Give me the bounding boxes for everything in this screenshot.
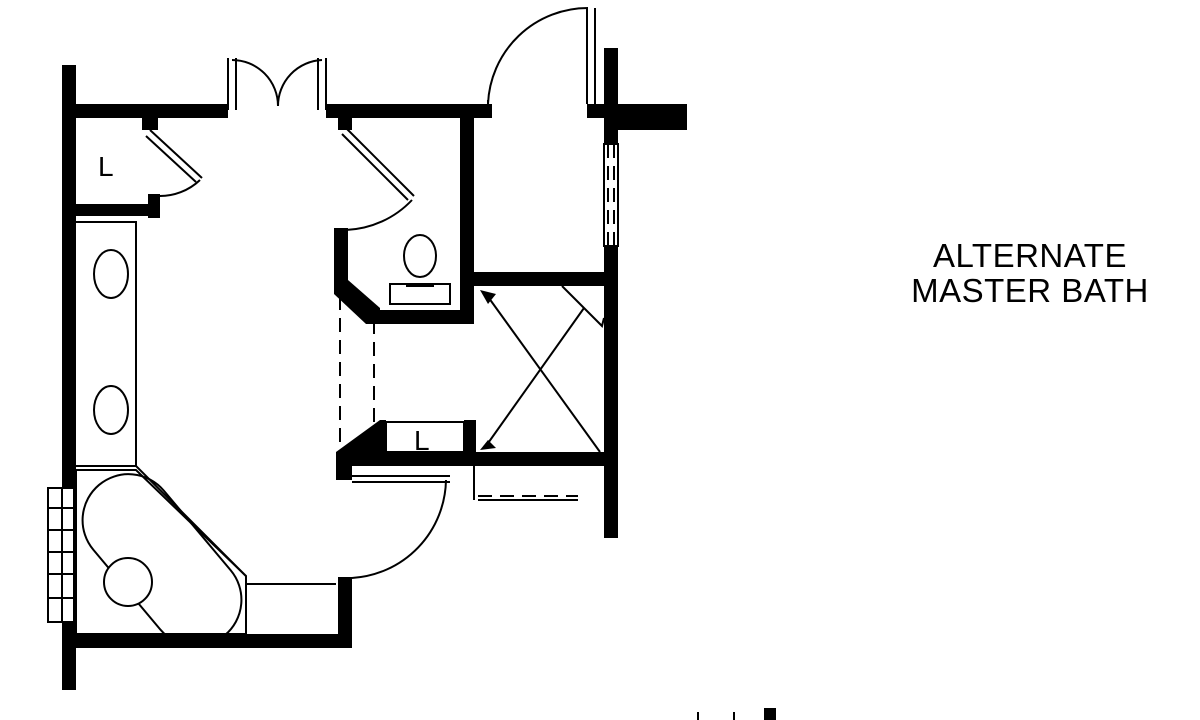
shower-south-wall: [474, 452, 618, 466]
shower-cross-1: [485, 293, 601, 453]
linen-door-post-top: [142, 118, 158, 130]
wc-east-wall: [460, 118, 474, 324]
shower-cross-2: [485, 307, 585, 447]
lower-fragment: [697, 708, 776, 720]
lower-fragment-post: [764, 708, 776, 720]
passage: [339, 296, 375, 448]
water-closet: [389, 234, 451, 305]
walls: [62, 48, 687, 690]
shower-corner-post: [464, 420, 476, 466]
wc-west-wall: [334, 228, 348, 284]
sink-bottom-icon: [93, 385, 129, 435]
linen-door-post-bottom: [148, 194, 160, 218]
sink-top-icon: [93, 249, 129, 299]
door-stub-lower: [336, 466, 352, 480]
shower-linen-box: [385, 421, 465, 453]
double-door-swing-left: [231, 59, 279, 107]
plan-title-line-1: ALTERNATE: [933, 237, 1127, 274]
linen-door-leaf-2: [145, 135, 197, 183]
double-door-swing-right: [276, 59, 323, 107]
wc-door-swing: [345, 199, 413, 231]
doors: [145, 6, 589, 579]
plan-title-line-2: MASTER BATH: [911, 272, 1149, 309]
linen-door-swing: [157, 179, 201, 198]
wc-south-wall: [366, 310, 474, 324]
east-wall-lower: [604, 246, 618, 538]
north-wall-mid: [326, 104, 492, 118]
shower-north-wall: [474, 272, 618, 286]
east-window-frame: [603, 143, 619, 247]
linen-closet-label: L: [98, 151, 114, 182]
thin-walls: [227, 8, 619, 247]
south-wall: [62, 634, 352, 648]
plan-title: ALTERNATE MASTER BATH: [880, 238, 1180, 308]
toilet-tank-icon: [389, 283, 451, 305]
tub: [47, 469, 247, 647]
entry-door-swing: [487, 6, 589, 105]
south-east-stub: [338, 577, 352, 648]
shower-arrow-top: [480, 290, 496, 304]
toilet-bowl-icon: [403, 234, 437, 278]
wc-door-leaf: [345, 127, 415, 197]
north-east-wall-block: [609, 104, 687, 130]
tub-deck: [75, 469, 247, 635]
shower-corner-block: [336, 420, 474, 466]
wc-door-leaf-2: [341, 133, 409, 201]
tub-step-icon: [103, 557, 153, 607]
north-wall-left: [62, 104, 228, 118]
shower-linen-closet: [385, 421, 465, 453]
vanity-counter-edge: [76, 221, 247, 634]
north-stub-right: [587, 104, 609, 118]
east-wall-top: [604, 48, 618, 144]
wc-door-post: [338, 118, 352, 130]
shower-linen-label: L: [414, 425, 430, 456]
linen-closet-divider: [76, 204, 158, 216]
linen-door-leaf: [149, 129, 203, 179]
shower-arrow-bottom: [480, 440, 496, 450]
bath-door-swing: [351, 479, 447, 579]
shower: [480, 285, 605, 453]
shower-bench: [561, 285, 605, 328]
